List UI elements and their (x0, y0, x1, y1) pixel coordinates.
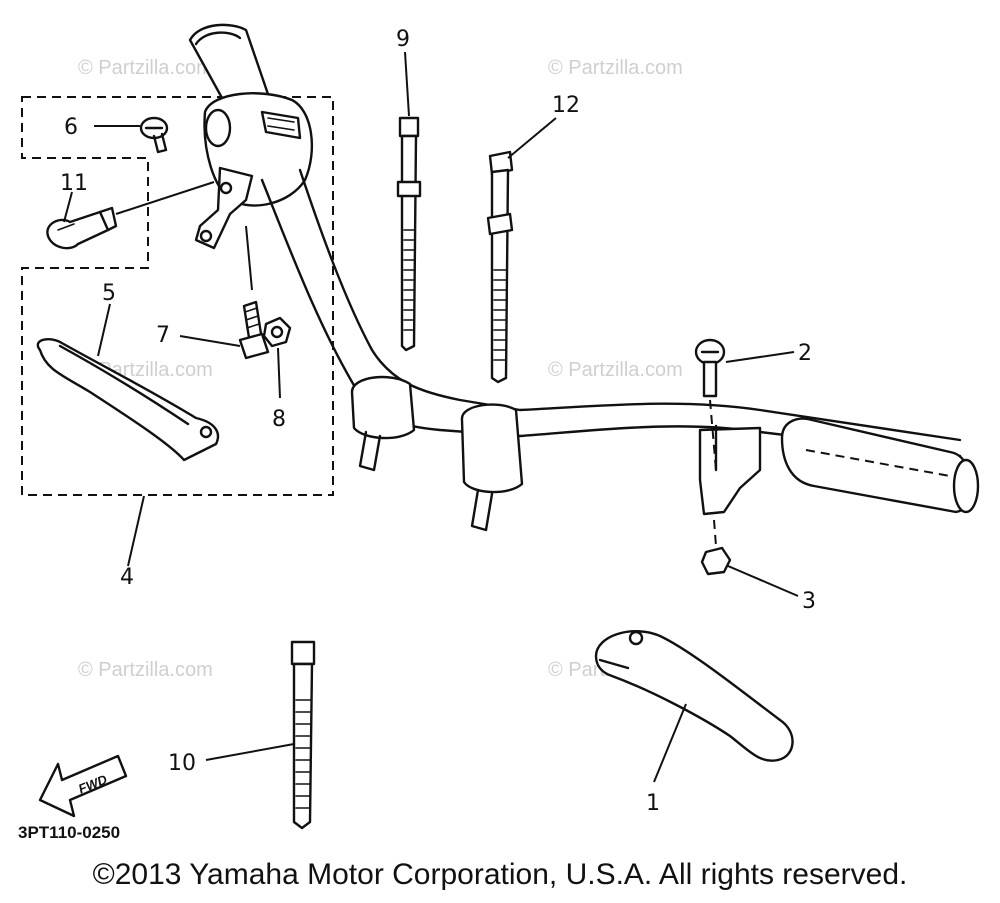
callout-2: 2 (798, 341, 812, 366)
callout-9: 9 (396, 27, 410, 52)
watermarks: © Partzilla.com © Partzilla.com © Partzi… (78, 57, 683, 681)
cable-tie-10 (290, 640, 316, 830)
cable-tie-12 (486, 150, 514, 384)
brake-lever-right-1 (594, 630, 794, 762)
watermark: © Partzilla.com (78, 57, 213, 79)
callout-labels: 1 2 3 4 5 6 7 8 9 10 11 12 (60, 27, 816, 816)
callout-7: 7 (156, 323, 170, 348)
fwd-arrow: FWD (38, 754, 128, 818)
callout-4: 4 (120, 565, 134, 590)
callout-6: 6 (64, 115, 78, 140)
copyright-notice: ©2013 Yamaha Motor Corporation, U.S.A. A… (92, 858, 908, 891)
nut-3 (700, 519, 732, 576)
watermark: © Partzilla.com (548, 359, 683, 381)
callout-10: 10 (168, 751, 196, 776)
handlebar (188, 23, 980, 532)
brake-lever-left-5 (36, 338, 220, 462)
bolt-7 (238, 300, 270, 360)
leader-lines (63, 51, 799, 783)
callout-5: 5 (102, 281, 116, 306)
callout-12: 12 (552, 93, 580, 118)
cable-tie-9 (396, 116, 422, 352)
assembly-box (21, 96, 334, 496)
watermark: © Partzilla.com (78, 659, 213, 681)
callout-3: 3 (802, 589, 816, 614)
bolt-2 (694, 338, 726, 471)
callout-11: 11 (60, 171, 88, 196)
switch-screw-11 (46, 181, 215, 250)
nut-8 (262, 316, 292, 348)
diagram-code: 3PT110-0250 (18, 823, 120, 842)
watermark: © Partzilla.com (548, 57, 683, 79)
callout-8: 8 (272, 407, 286, 432)
callout-1: 1 (646, 791, 660, 816)
screw-6 (139, 116, 169, 154)
